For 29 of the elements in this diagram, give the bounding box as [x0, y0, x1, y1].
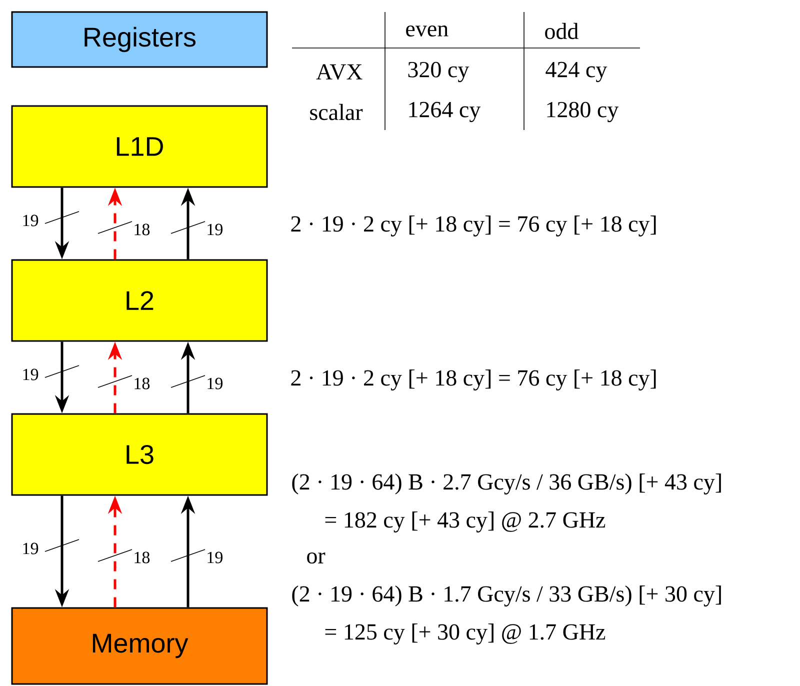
- bandwidth-formula: = 125 cy [+ 30 cy] @ 1.7 GHz: [325, 624, 606, 644]
- cache-box: L3: [11, 413, 268, 496]
- edge-label: 18: [134, 378, 150, 390]
- bandwidth-formula: 2 · 19 · 2 cy [+ 18 cy] = 76 cy [+ 18 cy]: [291, 370, 656, 390]
- edge-label: 18: [134, 224, 150, 236]
- row-heading: AVX: [316, 64, 362, 80]
- register-box: Registers: [11, 11, 268, 68]
- memory-box: Memory: [11, 607, 268, 685]
- edge-label: 19: [23, 542, 38, 554]
- edge-label: 19: [23, 368, 38, 380]
- timing-value: 424 cy: [546, 62, 608, 82]
- timing-value: 320 cy: [408, 62, 470, 82]
- edge-label: 19: [208, 378, 223, 390]
- timing-value: 1280 cy: [547, 102, 619, 122]
- bandwidth-formula: (2 · 19 · 64) B · 2.7 Gcy/s / 36 GB/s) [+ 43 cy]: [292, 474, 721, 494]
- row-heading: scalar: [310, 104, 363, 120]
- connecting-word: or: [307, 552, 326, 564]
- bandwidth-formula: (2 · 19 · 64) B · 1.7 Gcy/s / 33 GB/s) [+ 30 cy]: [292, 586, 721, 606]
- bandwidth-formula: 2 · 19 · 2 cy [+ 18 cy] = 76 cy [+ 18 cy]: [291, 216, 656, 236]
- column-heading: even: [406, 25, 448, 37]
- edge-label: 19: [23, 214, 38, 226]
- edge-label: 19: [208, 552, 223, 564]
- edge-label: 19: [208, 224, 223, 236]
- cache-box: L1D: [11, 105, 268, 188]
- column-heading: odd: [545, 22, 578, 40]
- edge-label: 18: [134, 552, 150, 564]
- cache-box: L2: [11, 259, 268, 342]
- bandwidth-formula: = 182 cy [+ 43 cy] @ 2.7 GHz: [325, 512, 606, 532]
- timing-value: 1264 cy: [409, 102, 481, 122]
